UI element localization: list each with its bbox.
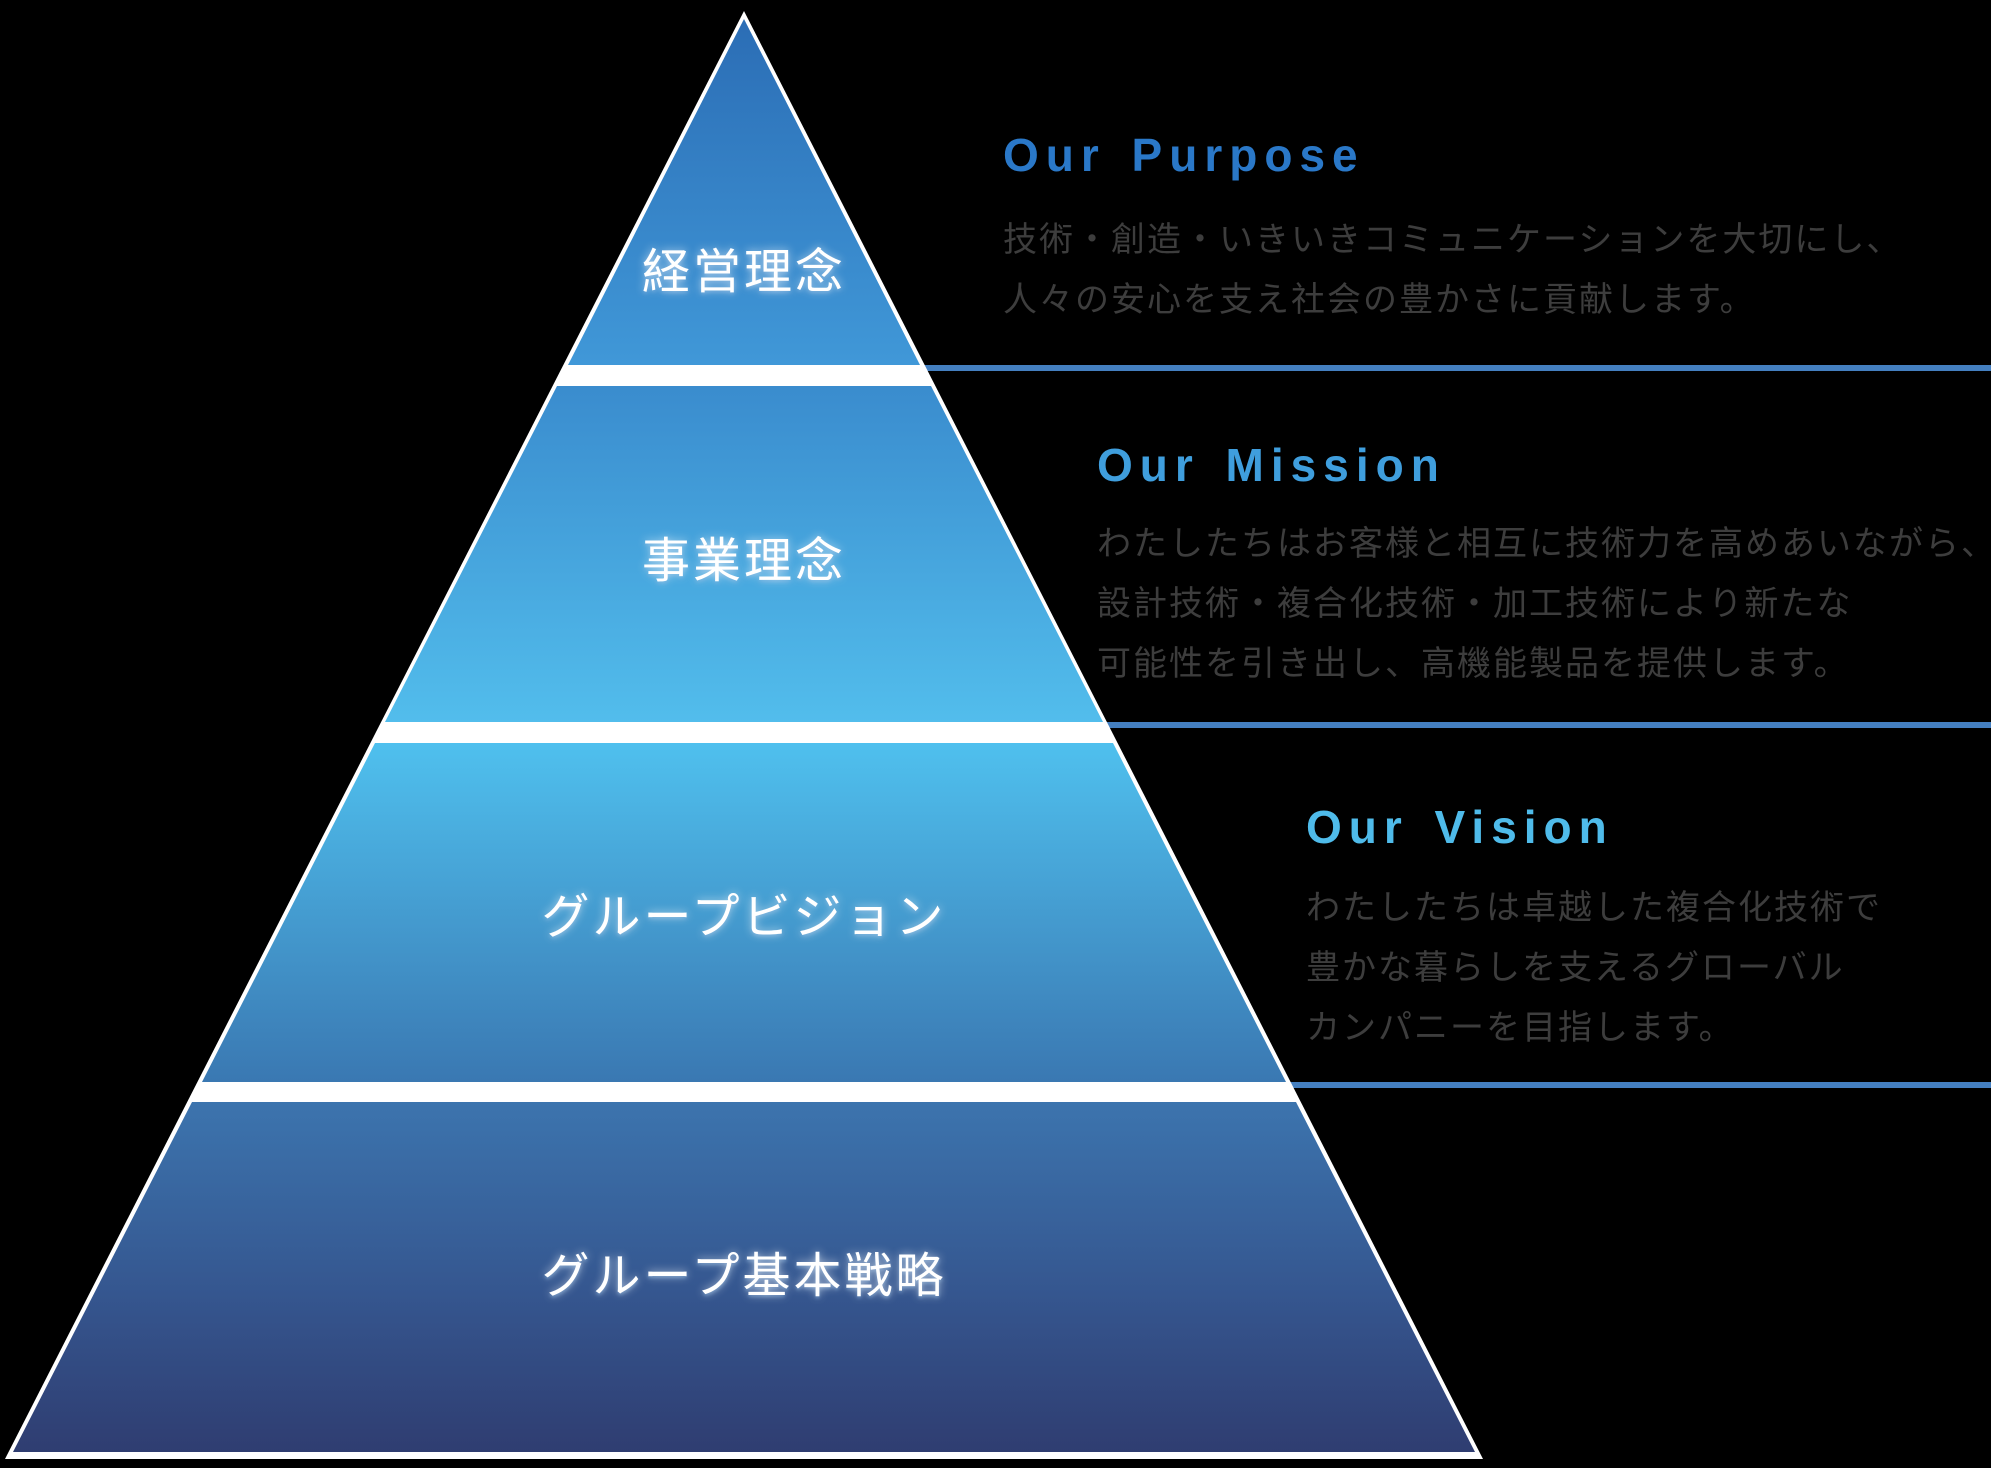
separator-line-vision [1245, 1082, 1991, 1088]
mission-body-line: わたしたちはお客様と相互に技術力を高めあいながら、 [1097, 525, 1991, 563]
separator-line-purpose [880, 365, 1991, 371]
mission-body-line: 設計技術・複合化技術・加工技術により新たな [1097, 585, 1853, 623]
pyramid-tier-3 [202, 743, 1286, 1082]
vision-body: わたしたちは卓越した複合化技術で 豊かな暮らしを支えるグローバル カンパニーを目… [1306, 878, 1882, 1058]
pyramid-tier-1 [568, 19, 920, 365]
purpose-body-line: 人々の安心を支え社会の豊かさに貢献します。 [1003, 281, 1756, 319]
vision-body-line: カンパニーを目指します。 [1306, 1009, 1735, 1047]
vision-heading: Our Vision [1306, 801, 1614, 853]
purpose-body-line: 技術・創造・いきいきコミュニケーションを大切にし、 [1003, 221, 1903, 259]
pyramid-tier-2 [385, 386, 1103, 722]
vision-body-line: 豊かな暮らしを支えるグローバル [1306, 949, 1845, 987]
mission-body-line: 可能性を引き出し、高機能製品を提供します。 [1097, 645, 1850, 683]
tier-label-management-philosophy: 経営理念 [641, 246, 847, 299]
mission-body: わたしたちはお客様と相互に技術力を高めあいながら、 設計技術・複合化技術・加工技… [1097, 514, 1991, 694]
tier-label-group-basic-strategy: グループ基本戦略 [541, 1250, 947, 1303]
tier-label-business-philosophy: 事業理念 [641, 535, 847, 588]
separator-line-mission [1060, 722, 1991, 728]
purpose-body: 技術・創造・いきいきコミュニケーションを大切にし、 人々の安心を支え社会の豊かさ… [1003, 210, 1902, 330]
pyramid-tier-4 [13, 1102, 1475, 1452]
mission-heading: Our Mission [1097, 439, 1446, 491]
tier-label-group-vision: グループビジョン [541, 891, 947, 944]
purpose-heading: Our Purpose [1003, 129, 1365, 181]
pyramid-outline [5, 11, 1483, 1459]
vision-body-line: わたしたちは卓越した複合化技術で [1306, 889, 1882, 927]
